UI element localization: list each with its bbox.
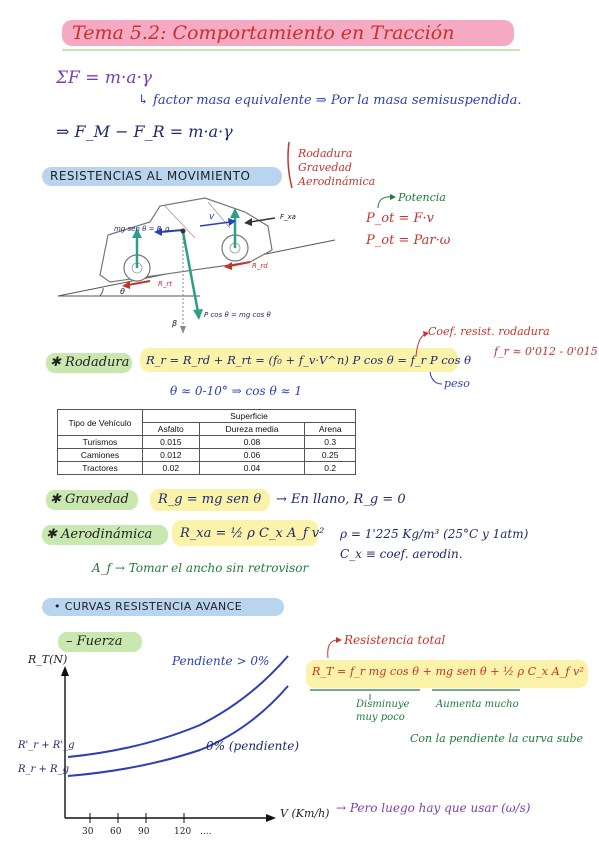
label-v: v [209,212,215,222]
potencia-label: Potencia [398,191,446,204]
fuerza-label: – Fuerza [66,634,123,649]
fuerza-highlight [58,632,142,652]
resistance-list-item: Gravedad [298,161,352,174]
resistance-list-item: Aerodinámica [298,175,376,188]
brace-icon [287,141,293,189]
section1-highlight [42,167,282,186]
graph-ylabel: R_T(N) [28,653,68,666]
page-title: Tema 5.2: Comportamiento en Tracción [72,22,455,44]
cx-definition: C_x ≡ coef. aerodin. [340,547,463,561]
equation-sum-forces: ΣF = m·a·γ [56,68,153,88]
equation-traction: ⇒ F_M − F_R = m·a·γ [56,122,233,141]
fr-range: f_r ≈ 0'012 - 0'015 [494,345,598,358]
graph-tick-label: 60 [110,827,122,837]
label-r-rt: R_rt [158,280,172,288]
peso-label: peso [444,377,470,390]
label-r-rd: R_rd [252,262,268,270]
table-row: Tractores 0.02 0.04 0.2 [57,461,356,475]
aero-equation: R_xa = ½ ρ C_x A_f v² [180,526,325,541]
gravedad-eq-highlight [150,489,270,511]
total-resistance-label: Resistencia total [344,633,446,647]
graph-tick-label: 90 [138,827,150,837]
table-cell: 0.2 [304,461,356,475]
label-theta: θ [120,287,125,296]
total-eq-highlight [306,660,588,688]
graph-units-note: → Pero luego hay que usar (ω/s) [336,801,531,815]
aero-eq-highlight [172,520,318,546]
table-cell: 0.04 [198,461,306,475]
section-curvas: • CURVAS RESISTENCIA AVANCE [54,600,243,613]
slope-curve-note: Con la pendiente la curva sube [410,732,584,745]
gravedad-equation: R_g = mg sen θ [158,492,262,507]
term-decreases-note: Disminuye muy poco [356,699,410,723]
equivalent-mass-note: ↳ factor masa equivalente ⇒ Por la masa … [138,93,522,108]
gravedad-label-highlight [46,490,138,510]
theta-approximation: θ ≈ 0-10° ⇒ cos θ ≈ 1 [170,384,303,398]
label-beta: β [172,319,178,328]
power-equation-force: P_ot = F·v [366,211,434,226]
title-highlight [62,20,514,46]
resistance-list-item: Rodadura [298,147,353,160]
table-cell: 0.02 [142,461,200,475]
aero-label: ✱ Aerodinámica [46,527,153,542]
graph-label-pendiente-pos: Pendiente > 0% [172,654,270,668]
frontal-area-note: A_f → Tomar el ancho sin retrovisor [92,561,309,575]
coef-rodadura-note: Coef. resist. rodadura [428,325,550,338]
label-f-xa: F_xa [280,213,296,221]
total-resistance-equation: R_T = f_r mg cos θ + mg sen θ + ½ ρ C_x … [312,665,584,678]
graph-y-lower: R_r + R_g [18,764,69,775]
graph-tick-label: 30 [82,827,94,837]
term-increases-note: Aumenta mucho [436,699,519,710]
graph-tick-label: .... [200,827,212,837]
curve-pendiente-positiva [67,655,289,758]
table-cell: Tractores [57,461,143,475]
rodadura-label-highlight [46,353,132,373]
aero-label-highlight [42,525,168,545]
table-row: Turismos 0.015 0.08 0.3 [57,435,356,449]
air-density: ρ = 1'225 Kg/m³ (25°C y 1atm) [340,527,529,541]
graph-xlabel: V (Km/h) [280,807,330,820]
graph-tick-label: 120 [174,827,192,837]
power-equation-torque: P_ot = Par·ω [366,233,451,248]
label-mg-sen: mg sen θ = R_g [114,225,170,233]
curve-pendiente-cero [67,685,289,777]
gravedad-flat-note: → En llano, R_g = 0 [276,492,406,507]
section-resistencias: RESISTENCIAS AL MOVIMIENTO [50,169,251,183]
gravedad-label: ✱ Gravedad [50,492,129,507]
table-row-header: Tipo de Vehículo [57,409,143,436]
rodadura-label: ✱ Rodadura [50,355,130,370]
rodadura-equation: R_r = R_rd + R_rt = (f₀ + f_v·V^n) P cos… [146,353,472,367]
rodadura-eq-highlight [140,348,458,372]
graph-label-pendiente-0: 0% (pendiente) [206,739,299,753]
graph-y-upper: R'_r + R'_g [18,740,75,751]
section2-highlight [42,598,284,616]
label-p-cos: P cos θ = mg cos θ [204,311,271,319]
rolling-coef-table: Tipo de Vehículo Superficie Asfalto Dure… [57,409,356,475]
